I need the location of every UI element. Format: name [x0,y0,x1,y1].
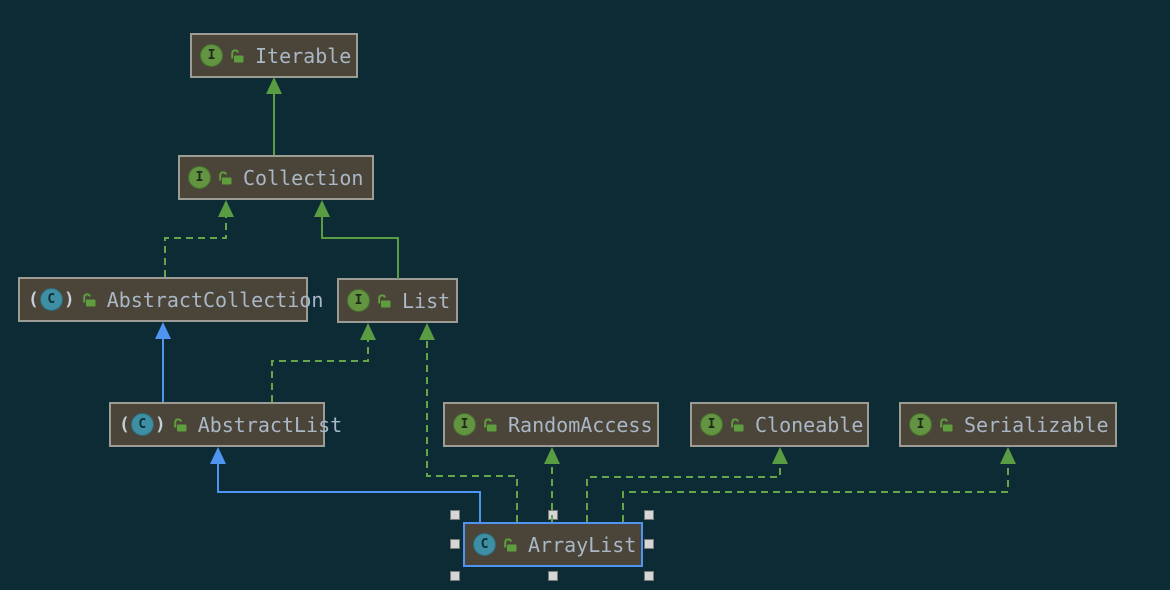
node-abstract-collection[interactable]: C AbstractCollection [18,277,323,322]
abstract-class-icon: C [119,413,166,436]
node-label: Collection [243,165,364,190]
edge-collection-extends-iterable [266,77,282,155]
node-label: Serializable [964,412,1109,437]
selection-handle-top-left[interactable] [450,510,460,520]
selection-handle-mid-right[interactable] [644,539,654,549]
edge-list-extends-collection [314,200,399,279]
unlock-icon [376,293,392,309]
edge-abstractlist-implements-list [271,323,376,402]
node-iterable[interactable]: I Iterable [190,33,358,78]
unlock-icon [502,537,518,553]
unlock-icon [229,48,245,64]
unlock-icon [482,417,498,433]
node-label: List [402,288,451,313]
node-cloneable[interactable]: I Cloneable [690,402,869,447]
edge-abstractcollection-implements-collection [164,200,234,277]
unlock-icon [217,170,233,186]
class-icon: C [473,533,496,556]
node-random-access[interactable]: I RandomAccess [443,402,659,447]
selection-handle-bottom-center[interactable] [548,571,558,581]
node-label: Cloneable [755,412,864,437]
node-label: AbstractList [197,412,343,437]
edge-abstractlist-extends-abstractcollection [155,322,171,402]
edge-arraylist-extends-abstractlist [210,447,481,522]
selection-handle-mid-left[interactable] [450,539,460,549]
node-collection[interactable]: I Collection [178,155,374,200]
node-label: Iterable [255,43,352,68]
unlock-icon [938,417,954,433]
unlock-icon [729,417,745,433]
selection-handle-bottom-right[interactable] [644,571,654,581]
interface-icon: I [909,413,932,436]
node-label: AbstractCollection [106,287,324,312]
node-list[interactable]: I List [337,278,458,323]
interface-icon: I [453,413,476,436]
node-serializable[interactable]: I Serializable [899,402,1117,447]
abstract-class-icon: C [28,288,75,311]
interface-icon: I [200,44,223,67]
interface-icon: I [347,289,370,312]
node-label: RandomAccess [508,412,653,437]
node-abstract-list[interactable]: C AbstractList [109,402,342,447]
interface-icon: I [700,413,723,436]
edge-arraylist-implements-serializable [622,447,1016,522]
unlock-icon [172,417,188,433]
selection-handle-top-right[interactable] [644,510,654,520]
node-label: ArrayList [528,532,637,557]
selection-handle-bottom-left[interactable] [450,571,460,581]
edge-arraylist-implements-cloneable [586,447,788,522]
selection-handle-top-center[interactable] [548,510,558,520]
unlock-icon [81,292,97,308]
node-array-list[interactable]: C ArrayList [463,522,643,567]
interface-icon: I [188,166,211,189]
